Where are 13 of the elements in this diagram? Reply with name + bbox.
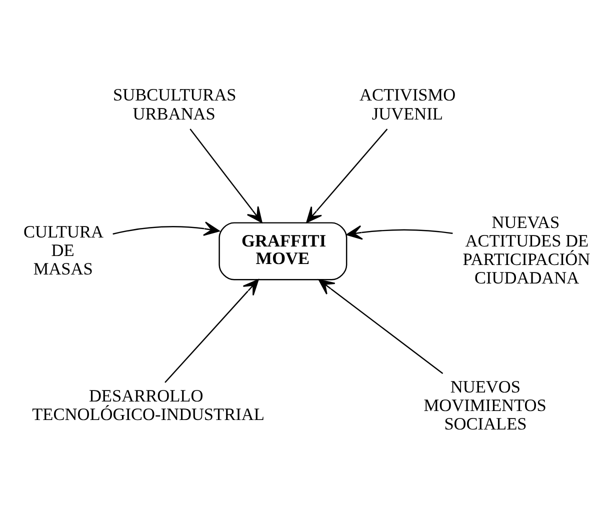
node-box: GRAFFITI MOVE (218, 222, 348, 280)
node-text: NUEVAS ACTITUDES DE PARTICIPACIÓN CIUDADANA (462, 212, 590, 288)
arrow (164, 278, 259, 382)
arrow (190, 128, 262, 222)
node-text: DESARROLLO TECNOLÓGICO-INDUSTRIAL (32, 386, 264, 424)
arrow (306, 128, 388, 222)
arrow (112, 220, 220, 236)
arrow (346, 224, 453, 240)
node-text: SUBCULTURAS URBANAS (113, 85, 236, 123)
node-text: CULTURA DE MASAS (23, 222, 104, 278)
node-text: NUEVOS MOVIMIENTOS SOCIALES (424, 376, 546, 433)
node-text: ACTIVISMO JUVENIL (360, 85, 456, 123)
arrow (318, 278, 444, 374)
